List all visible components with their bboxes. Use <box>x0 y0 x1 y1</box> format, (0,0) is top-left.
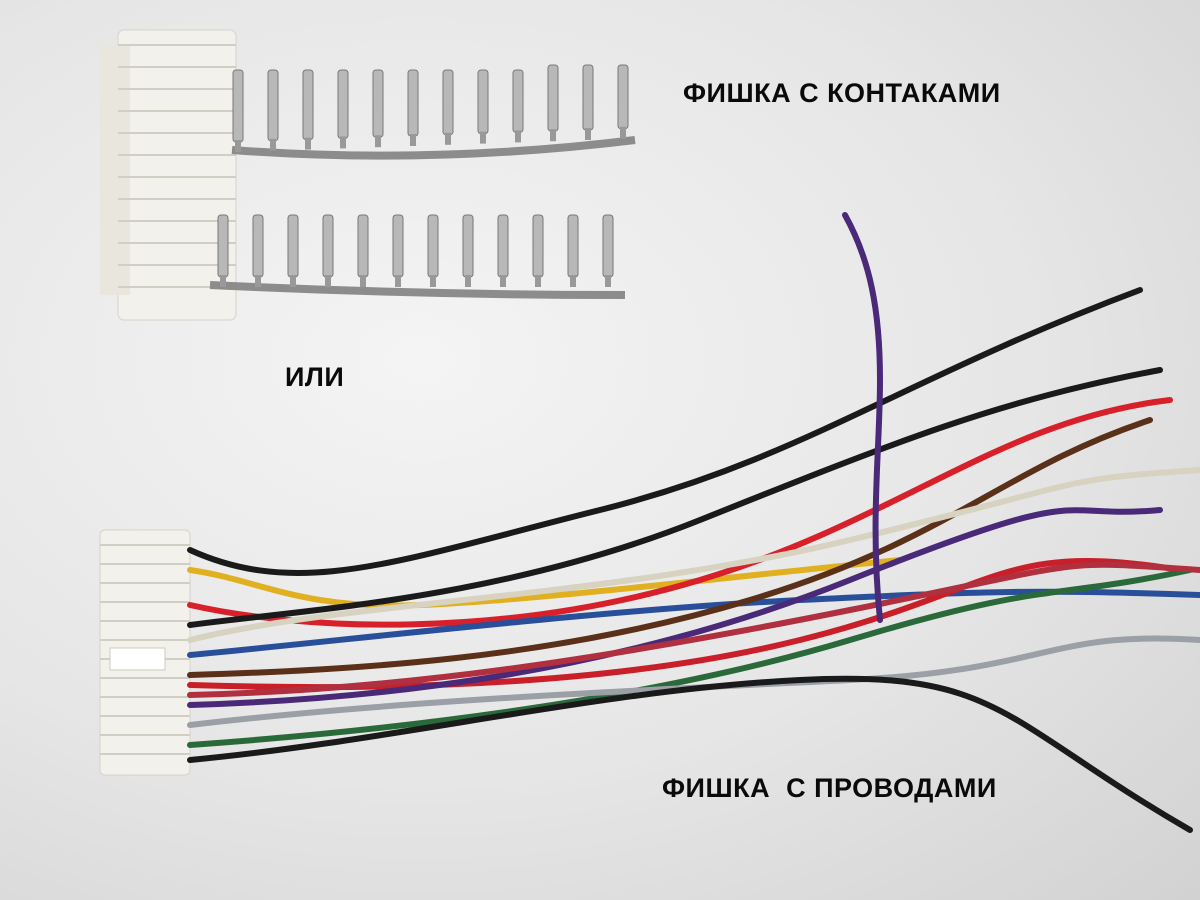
terminal-tab <box>550 129 556 142</box>
metal-terminal <box>407 69 419 137</box>
terminal-tab <box>500 275 506 287</box>
metal-terminal <box>512 69 524 133</box>
wire <box>187 467 1200 643</box>
terminal-tab <box>410 134 416 146</box>
metal-terminal <box>602 214 614 278</box>
terminal-tab <box>535 275 541 287</box>
connector-with-wires <box>99 212 1200 833</box>
terminal-tab <box>340 136 346 149</box>
terminal-tab <box>480 131 486 144</box>
wire <box>842 212 884 623</box>
metal-terminal <box>442 69 454 136</box>
metal-terminal <box>217 214 229 278</box>
terminal-tab <box>235 140 241 152</box>
metal-terminal <box>582 64 594 131</box>
terminal-tab <box>290 275 296 287</box>
metal-terminal <box>462 214 474 278</box>
metal-terminal <box>532 214 544 278</box>
terminal-tab <box>375 135 381 148</box>
metal-terminal <box>287 214 299 278</box>
metal-terminal <box>567 214 579 278</box>
terminal-tab <box>515 130 521 143</box>
terminal-tab <box>605 275 611 287</box>
terminal-tab <box>465 275 471 287</box>
terminal-tab <box>360 275 366 287</box>
terminal-tab <box>270 138 276 151</box>
wire <box>187 287 1143 576</box>
terminal-tab <box>395 275 401 287</box>
wire <box>187 397 1173 628</box>
metal-terminal <box>252 214 264 278</box>
wire <box>187 507 1163 708</box>
metal-terminal <box>232 69 244 143</box>
metal-terminal <box>547 64 559 132</box>
label-connector-with-contacts: ФИШКА С КОНТАКАМИ <box>683 78 1001 108</box>
metal-terminal <box>392 214 404 278</box>
terminal-tab <box>255 275 261 287</box>
terminal-tab <box>585 128 591 140</box>
terminal-tab <box>220 275 226 287</box>
wire <box>187 561 1200 698</box>
metal-terminal <box>372 69 384 138</box>
label-connector-with-wires: ФИШКА С ПРОВОДАМИ <box>662 773 997 803</box>
wire <box>187 367 1163 628</box>
metal-terminal <box>357 214 369 278</box>
metal-terminal <box>477 69 489 135</box>
terminal-tab <box>305 137 311 150</box>
metal-terminal <box>497 214 509 278</box>
metal-terminal <box>617 64 629 130</box>
connector-with-terminals <box>100 29 636 321</box>
wire <box>187 675 1193 833</box>
metal-terminal <box>337 69 349 139</box>
terminal-tab <box>620 126 626 139</box>
metal-terminal <box>322 214 334 278</box>
terminal-tab <box>325 275 331 287</box>
terminal-tab <box>570 275 576 287</box>
metal-terminal <box>302 69 314 141</box>
metal-terminal <box>267 69 279 142</box>
metal-terminal <box>427 214 439 278</box>
wire <box>187 417 1153 678</box>
terminal-tab <box>445 132 451 145</box>
wire <box>187 567 1193 748</box>
terminal-tab <box>430 275 436 287</box>
label-or: ИЛИ <box>285 362 345 392</box>
